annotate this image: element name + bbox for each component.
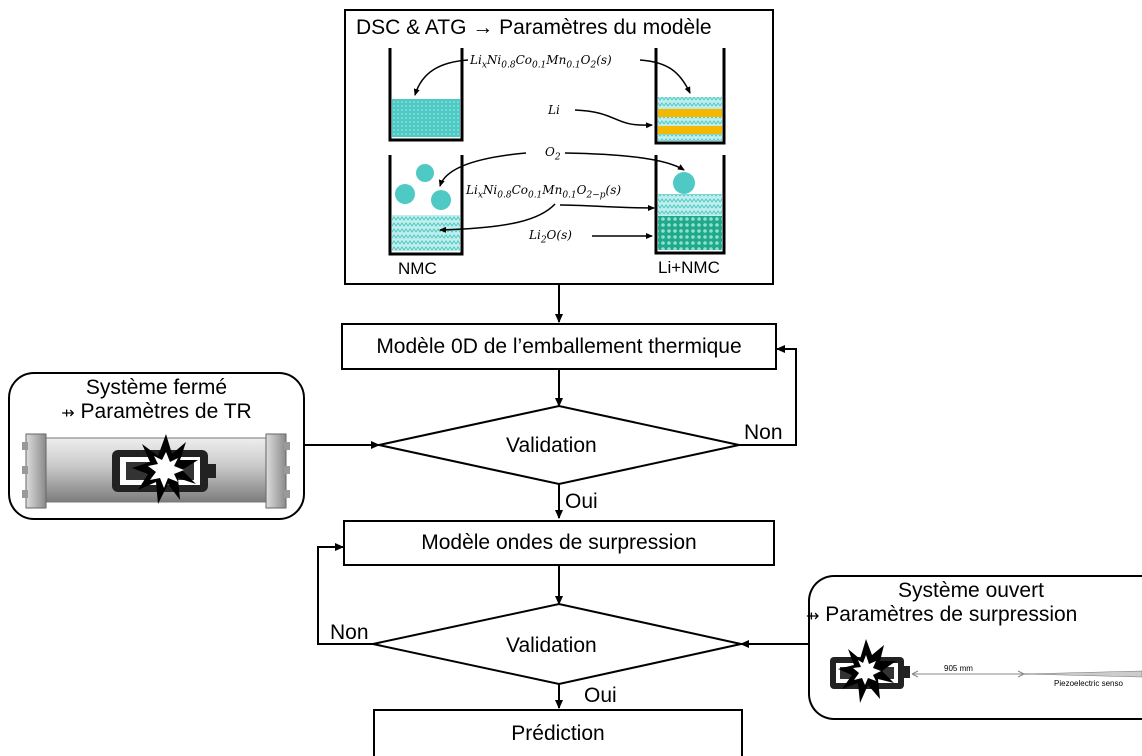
formula-nmc: LixNi0.8Co0.1Mn0.1O2(s) xyxy=(470,53,612,71)
validation-diamond-1 xyxy=(378,404,740,486)
prediction-label: Prédiction xyxy=(511,721,605,745)
validation-diamond-2 xyxy=(372,602,742,686)
prediction-box: Prédiction xyxy=(373,709,743,756)
label-nmc: NMC xyxy=(398,259,437,278)
closed-system-title: Système fermé xyxy=(85,376,228,399)
formula-nmc-p: LixNi0.8Co0.1Mn0.1O2−p(s) xyxy=(466,183,622,201)
flow-lines xyxy=(305,284,808,709)
formula-li: Li xyxy=(548,103,560,117)
hand-pointing-icon: ⇸ xyxy=(61,405,75,422)
sensor-label: Piezoelectric senso xyxy=(1054,679,1123,688)
validation-1-label: Validation xyxy=(506,434,597,457)
beaker-nmc-top xyxy=(388,48,464,142)
edge-non-1: Non xyxy=(744,421,783,444)
beaker-nmc-bottom xyxy=(388,155,464,256)
reaction-arrows xyxy=(413,59,691,239)
open-system-title: Système ouvert xyxy=(898,579,1044,602)
open-system-panel: Système ouvert ⇸ Paramètres de surpressi… xyxy=(806,575,1142,720)
closed-system-subtitle: Paramètres de TR xyxy=(80,400,252,423)
edge-oui-1: Oui xyxy=(565,490,598,513)
hand-pointing-icon: ⇸ xyxy=(806,608,820,625)
model-wave-label: Modèle ondes de surpression xyxy=(421,531,697,554)
model-0d-box: Modèle 0D de l’emballement thermique xyxy=(341,323,777,370)
formula-o2: O2 xyxy=(545,145,561,163)
open-setup-illustration xyxy=(830,639,1142,703)
edge-oui-2: Oui xyxy=(584,684,617,707)
formula-li2o: Li2O(s) xyxy=(529,228,572,246)
label-li-nmc: Li+NMC xyxy=(658,258,720,277)
model-0d-label: Modèle 0D de l’emballement thermique xyxy=(376,334,742,358)
beaker-li-nmc-top xyxy=(654,48,726,145)
beaker-li-nmc-bottom xyxy=(654,155,726,255)
validation-2-label: Validation xyxy=(506,634,597,657)
closed-system-subtitle-row: ⇸ Paramètres de TR xyxy=(10,400,303,424)
closed-vessel-illustration xyxy=(22,433,290,509)
closed-system-panel: Système fermé ⇸ Paramètres de TR xyxy=(8,372,305,520)
distance-label: 905 mm xyxy=(944,664,973,673)
edge-non-2: Non xyxy=(330,621,369,644)
open-system-subtitle-row: ⇸ Paramètres de surpression xyxy=(806,603,1077,627)
model-wave-box: Modèle ondes de surpression xyxy=(343,520,775,566)
open-system-subtitle: Paramètres de surpression xyxy=(825,603,1078,626)
top-panel-title: DSC & ATG → Paramètres du modèle xyxy=(356,16,712,39)
